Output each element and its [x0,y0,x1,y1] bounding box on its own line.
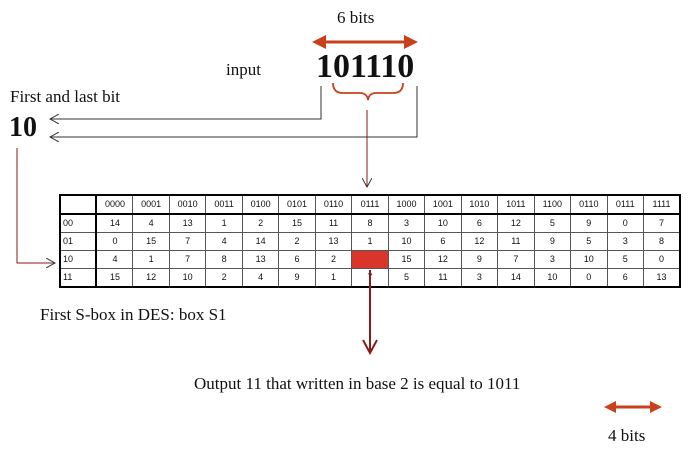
sbox-cell: 13 [643,268,681,288]
sbox-cell: 6 [606,268,645,288]
sbox-col-header: 0110 [314,194,353,215]
sbox-cell: 5 [606,250,645,269]
sbox-row-header: 10 [59,250,98,269]
sbox-col-header: 0010 [168,194,207,215]
row-bits-arrow [16,148,55,263]
sbox-row: 1115121024917511314100613 [59,268,681,288]
sbox-col-header: 1111 [643,194,681,215]
sbox-col-header: 0110 [570,194,608,215]
row-bits: 10 [9,112,37,143]
sbox-cell: 14 [95,213,134,233]
sbox-cell: 2 [205,268,243,288]
sbox-col-header: 1011 [497,194,535,215]
input-label: input [226,60,261,79]
sbox-cell: 7 [497,250,535,269]
sbox-col-header: 1000 [387,194,426,215]
four-bits-label: 4 bits [608,426,646,445]
first-bit-arrow [50,86,322,119]
first-last-bit-label: First and last bit [10,87,121,106]
sbox-cell: 8 [205,250,243,269]
sbox-cell: 12 [424,250,462,269]
four-bits-arrow [604,401,662,413]
sbox-cell: 7 [168,250,207,269]
sbox-cell: 4 [95,250,134,269]
sbox-cell: 0 [643,250,681,269]
sbox-cell: 1 [132,250,170,269]
sbox-highlighted-cell: 11 [351,250,389,269]
sbox-cell: 11 [497,232,535,251]
sbox-cell: 10 [533,268,572,288]
sbox-cell: 0 [570,268,608,288]
sbox-corner-cell [59,194,98,215]
six-bits-arrow [312,35,418,49]
sbox-cell: 1 [314,268,353,288]
sbox-caption: First S-box in DES: box S1 [40,305,227,324]
output-description: Output 11 that written in base 2 is equa… [194,374,521,393]
sbox-row-header: 01 [59,232,98,251]
sbox-col-header: 0111 [606,194,645,215]
sbox-col-header: 0001 [132,194,170,215]
sbox-col-header: 0011 [205,194,243,215]
last-bit-arrow [50,86,418,137]
sbox-col-header: 1100 [533,194,572,215]
sbox-col-header: 0000 [95,194,134,215]
input-bits: 101110 [316,48,415,85]
sbox-cell: 15 [95,268,134,288]
sbox-cell: 11 [424,268,462,288]
sbox-cell: 10 [570,250,608,269]
sbox-cell: 10 [168,268,207,288]
output-arrow [362,270,378,356]
sbox-cell: 12 [132,268,170,288]
sbox-row-header: 11 [59,268,98,288]
sbox-cell: 14 [497,268,535,288]
six-bits-label: 6 bits [337,8,375,27]
middle-bits-brace [332,82,404,101]
sbox-cell: 3 [533,250,572,269]
